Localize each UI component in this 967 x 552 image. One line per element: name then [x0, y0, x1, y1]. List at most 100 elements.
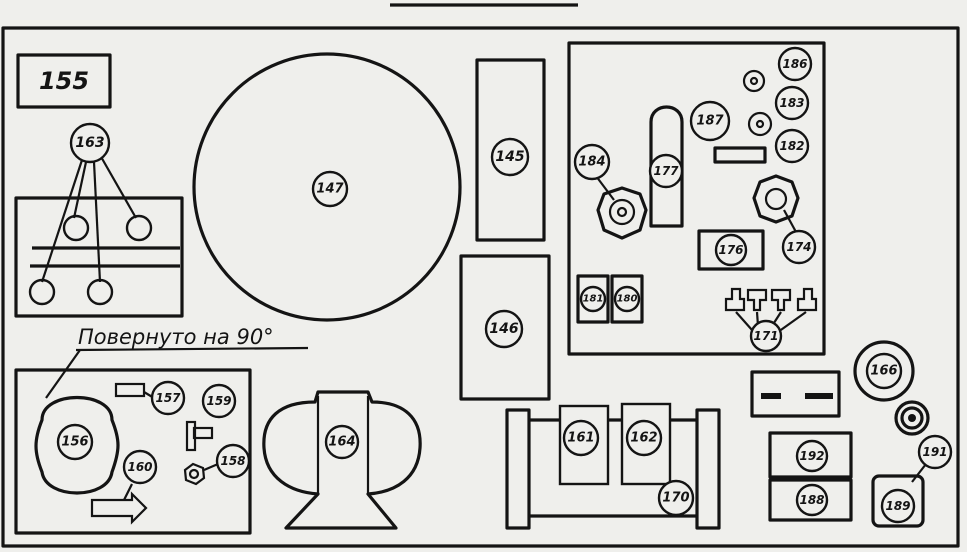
label-182: 182: [779, 139, 804, 153]
nut-174-ring: [764, 187, 788, 211]
terminal-171-b: [746, 288, 768, 312]
nut-184-hole: [616, 206, 628, 218]
block-145: [475, 58, 546, 242]
bubble-181: [579, 285, 607, 313]
label-166: 166: [870, 364, 897, 379]
bubble-161: [562, 419, 600, 457]
bubble-159: [201, 383, 237, 419]
post-170-right: [695, 408, 721, 530]
bubble-160: [122, 449, 158, 485]
label-181: 181: [583, 294, 604, 305]
terminals-171: [724, 287, 818, 312]
block-146: [459, 254, 551, 401]
bubble-191: [917, 434, 953, 470]
leader-163-b: [72, 161, 88, 219]
box-155: [16, 53, 112, 109]
ring-186-hole: [749, 76, 759, 86]
leader-163-c: [92, 161, 102, 283]
label-147: 147: [316, 182, 344, 197]
leader-160: [123, 483, 133, 501]
label-146: 146: [489, 321, 518, 337]
disc-147: [192, 52, 462, 322]
bubble-187: [689, 100, 731, 142]
ring-183-hole: [755, 119, 765, 129]
bubble-182: [774, 128, 810, 164]
bubble-176: [714, 233, 748, 267]
note-underline: [75, 346, 309, 352]
label-187: 187: [696, 114, 724, 129]
leader-158: [203, 462, 219, 472]
label-159: 159: [206, 394, 231, 408]
leader-191: [911, 463, 927, 483]
panel-right: [567, 41, 826, 356]
label-191: 191: [922, 445, 947, 459]
bubble-166: [865, 352, 903, 390]
label-177: 177: [653, 164, 679, 178]
bubble-186: [777, 46, 813, 82]
arrow-part-160: [90, 491, 148, 525]
terminal-171-d: [796, 287, 818, 312]
label-155: 155: [39, 67, 89, 95]
bubble-147: [311, 170, 349, 208]
label-174: 174: [786, 240, 811, 254]
flange-156: [34, 395, 120, 495]
panel-156: [14, 368, 252, 535]
block-192: [768, 431, 853, 479]
bubble-183: [774, 85, 810, 121]
hole-163-d: [86, 278, 114, 306]
nut-184: [596, 186, 648, 240]
block-slots: [750, 370, 841, 418]
label-163: 163: [75, 135, 104, 151]
washer-outer: [894, 400, 930, 436]
label-157: 157: [155, 391, 181, 405]
label-162: 162: [630, 431, 657, 446]
label-161: 161: [567, 431, 594, 446]
label-183: 183: [779, 96, 804, 110]
bubble-192: [795, 439, 829, 473]
leader-163-d: [99, 154, 137, 219]
leader-174: [783, 209, 797, 233]
bubble-177: [648, 153, 684, 189]
block-189: [871, 474, 925, 528]
label-156: 156: [61, 435, 88, 450]
terminal-171-a: [724, 287, 746, 312]
ring-183: [747, 111, 773, 137]
hole-163-c: [28, 278, 56, 306]
leader-171-d: [777, 311, 807, 333]
note-leader: [45, 349, 81, 399]
bubble-146: [484, 309, 524, 349]
bubble-164: [324, 424, 360, 460]
label-180: 180: [617, 294, 638, 305]
label-160: 160: [127, 460, 152, 474]
label-164: 164: [328, 435, 355, 450]
label-171: 171: [753, 329, 778, 343]
label-188: 188: [799, 493, 824, 507]
bubble-184: [573, 143, 611, 181]
label-186: 186: [782, 57, 807, 71]
hole-163-a: [62, 214, 90, 242]
slot-right: [805, 393, 833, 399]
leader-163-a: [40, 159, 84, 283]
label-158: 158: [220, 454, 245, 468]
rotation-note: Повернуто на 90°: [78, 325, 274, 349]
slot-left: [761, 393, 781, 399]
washer-mid: [900, 406, 924, 430]
leader-184: [595, 175, 615, 201]
washer-hole: [908, 414, 916, 422]
nut-174: [752, 174, 800, 224]
bubble-157: [150, 380, 186, 416]
label-192: 192: [799, 449, 824, 463]
bubble-170: [657, 479, 695, 517]
post-170-left: [505, 408, 531, 530]
bubble-174: [781, 229, 817, 265]
label-170: 170: [662, 491, 689, 506]
bubble-180: [613, 285, 641, 313]
part-164: [262, 390, 422, 530]
block-188: [768, 478, 853, 522]
bubble-188: [795, 483, 829, 517]
nut-158-hole: [188, 468, 200, 480]
bubble-156: [56, 423, 94, 461]
bubble-189: [880, 488, 916, 524]
disc-166: [853, 340, 915, 402]
